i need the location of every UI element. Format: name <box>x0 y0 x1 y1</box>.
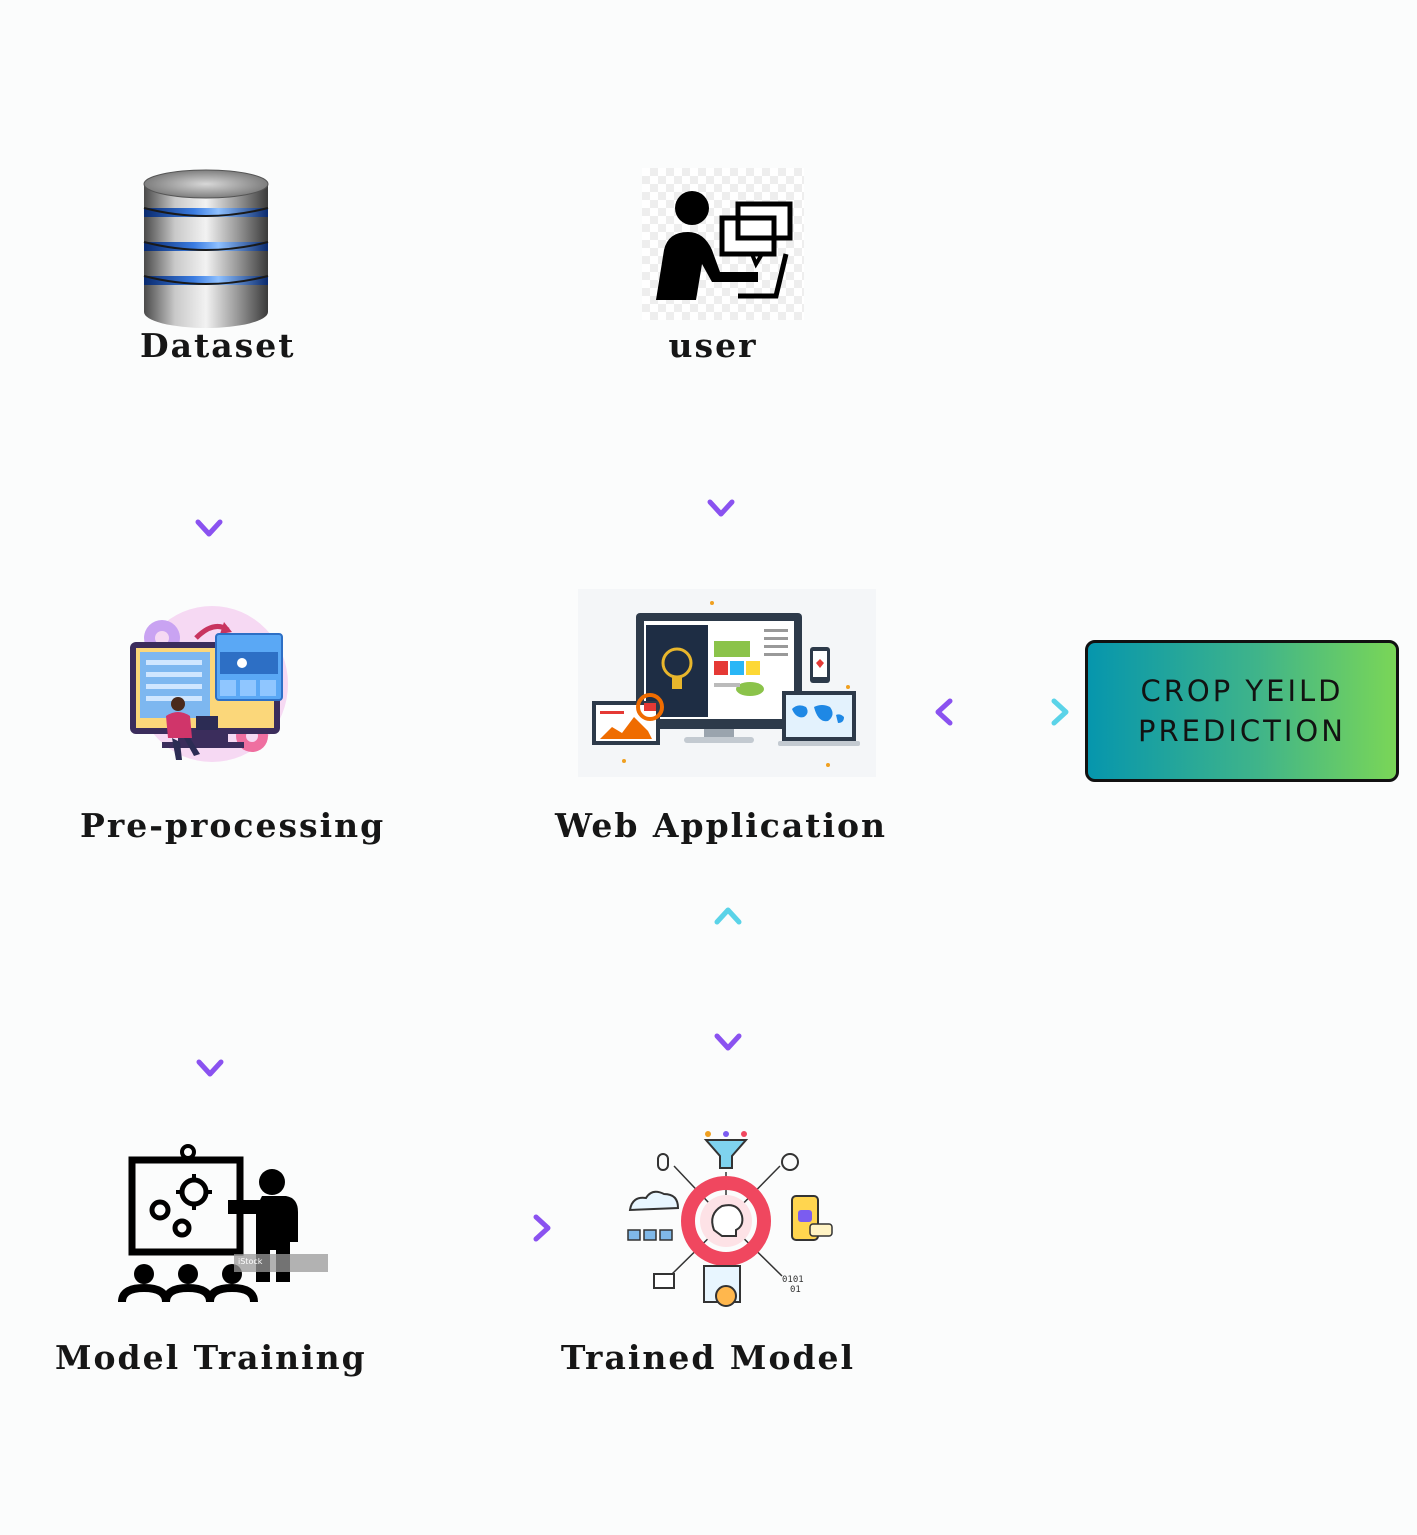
database-icon <box>138 168 274 330</box>
svg-text:0101: 0101 <box>782 1275 804 1285</box>
arrow-user-to-web-application <box>707 371 735 517</box>
result-line-2: PREDICTION <box>1138 714 1346 748</box>
arrow-trained-model-web-application-bidirectional <box>714 907 742 1051</box>
preprocessing-illustration-icon <box>122 592 294 776</box>
svg-text:01: 01 <box>790 1285 801 1295</box>
web-application-label: Web Application <box>555 806 888 845</box>
model-training-label: Model Training <box>55 1338 367 1377</box>
presentation-training-icon: iStock <box>92 1132 330 1314</box>
user-computer-icon <box>642 168 804 320</box>
arrow-preprocessing-to-model-training <box>196 931 224 1077</box>
ai-brain-hub-icon: 0101 01 <box>604 1126 848 1316</box>
watermark-text: iStock <box>238 1257 263 1266</box>
arrow-dataset-to-preprocessing <box>195 391 223 537</box>
result-line-1: CROP YEILD <box>1140 674 1344 708</box>
user-label: user <box>668 326 758 365</box>
arrow-web-application-crop-prediction-bidirectional <box>935 698 1069 726</box>
web-devices-icon <box>578 589 876 777</box>
crop-yield-prediction-box: CROP YEILD PREDICTION <box>1085 640 1399 782</box>
preprocessing-label: Pre-processing <box>80 806 386 845</box>
trained-model-label: Trained Model <box>560 1338 856 1377</box>
arrow-model-training-to-trained-model <box>393 1214 551 1242</box>
dataset-label: Dataset <box>140 326 296 365</box>
